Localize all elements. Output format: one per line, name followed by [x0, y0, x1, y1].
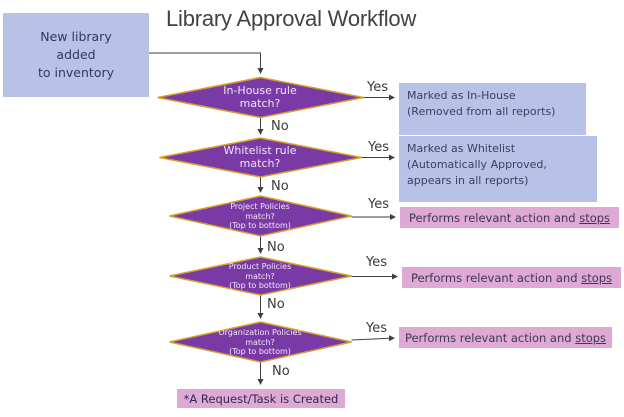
decision-label-product-policies: Product Policies match? (Top to bottom): [228, 262, 292, 290]
no-label-decision2: No: [271, 179, 289, 194]
decision-diamond-inhouse: [157, 76, 364, 119]
outcome-box-marked-in-house: Marked as In-House (Removed from all rep…: [399, 83, 586, 135]
yes-label-decision4: Yes: [366, 255, 387, 270]
decision-diamond-whitelist: [159, 137, 362, 178]
start-node-line: to inventory: [37, 65, 114, 81]
outcome-box-marked-whitelist: Marked as Whitelist (Automatically Appro…: [399, 136, 597, 202]
outcome-box-action-organization: Performs relevant action and stops: [399, 327, 612, 348]
outcome-box-action-project: Performs relevant action and stops: [400, 207, 619, 228]
yes-label-decision5: Yes: [366, 321, 387, 336]
no-label-decision5: No: [272, 364, 290, 379]
decision-diamonds: [157, 76, 364, 363]
no-label-decision1: No: [271, 119, 289, 134]
decision-label-whitelist: Whitelist rule match?: [223, 144, 297, 170]
yes-label-decision1: Yes: [367, 80, 388, 95]
decision-label-organization-policies: Organization Policies match? (Top to bot…: [218, 328, 302, 356]
start-node-new-library: New library added to inventory: [3, 13, 149, 97]
start-node-line: added: [56, 46, 96, 62]
decision-diamond-product-policies: [169, 256, 352, 296]
connector-lines: [149, 52, 398, 385]
arrow-yes-decision5: [351, 335, 395, 342]
page-title: Library Approval Workflow: [166, 6, 417, 31]
start-node-line: New library: [40, 28, 112, 44]
decision-label-inhouse: In-House rule match?: [223, 84, 297, 110]
decision-diamond-organization-policies: [169, 321, 352, 363]
no-label-decision4: No: [267, 297, 285, 312]
yes-label-decision3: Yes: [368, 197, 389, 212]
outcome-box-action-product: Performs relevant action and stops: [402, 267, 621, 288]
end-node-request-task-created: *A Request/Task is Created: [177, 389, 345, 408]
arrow-start-to-decision1: [149, 52, 264, 74]
no-label-decision3: No: [267, 240, 285, 255]
yes-label-decision2: Yes: [368, 140, 389, 155]
decision-label-project-policies: Project Policies match? (Top to bottom): [229, 202, 291, 230]
decision-diamond-project-policies: [169, 195, 352, 237]
